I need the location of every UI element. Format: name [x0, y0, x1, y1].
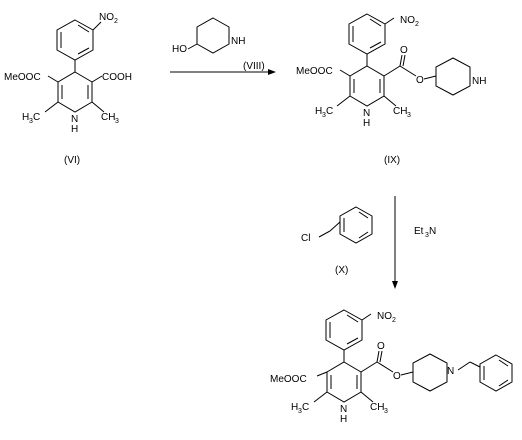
ix-compound-label: (IX)	[384, 155, 400, 166]
vi-nh-n: N	[71, 114, 78, 125]
viii-compound-label: (VIII)	[243, 61, 265, 72]
product-ester-label: MeOOC	[270, 374, 307, 385]
product-methyl-right: CH	[370, 402, 384, 413]
base-label-n: N	[429, 226, 436, 237]
vi-methyl-right-sub: 3	[115, 118, 119, 125]
product-ester-o: O	[393, 371, 401, 382]
viii-nh-label: NH	[231, 36, 245, 47]
reagent-x-structure	[318, 206, 373, 244]
ix-piperidine-nh: NH	[472, 76, 486, 87]
ix-methyl-right-sub: 3	[407, 112, 411, 119]
product-nitro-sub: 2	[392, 317, 396, 324]
vi-nitro-label: NO	[99, 12, 114, 23]
vi-nitro-sub: 2	[114, 18, 118, 25]
ix-carbonyl-o: O	[400, 45, 408, 56]
compound-vi-structure	[44, 19, 105, 113]
product-nh-n: N	[340, 404, 347, 415]
vi-compound-label: (VI)	[64, 155, 80, 166]
x-compound-label: (X)	[335, 265, 348, 276]
ix-nh-n: N	[363, 108, 370, 119]
vi-methyl-left-sub: 3	[29, 118, 33, 125]
product-methyl-left-c: C	[302, 402, 309, 413]
ix-ester-label: MeOOC	[296, 66, 333, 77]
viii-ho-label: HO	[172, 44, 187, 55]
ix-ester-o: O	[416, 75, 424, 86]
ix-methyl-left-h: H	[315, 106, 322, 117]
x-chloro-label: Cl	[301, 233, 310, 244]
ix-nitro-sub: 2	[415, 21, 419, 28]
base-label-sub: 3	[425, 232, 429, 239]
ix-nh-h: H	[363, 118, 370, 129]
reaction-arrow-1	[170, 69, 276, 75]
reaction-arrow-2	[392, 196, 398, 289]
ix-methyl-left-sub: 3	[322, 112, 326, 119]
vi-ester-label: MeOOC	[4, 72, 41, 83]
ix-nitro-label: NO	[400, 15, 415, 26]
vi-acid-label: COOH	[102, 72, 132, 83]
product-methyl-left-sub: 3	[298, 408, 302, 415]
product-structure	[313, 309, 513, 403]
ix-methyl-left-c: C	[326, 106, 333, 117]
product-carbonyl-o: O	[377, 341, 385, 352]
base-label-et: Et	[414, 226, 424, 237]
vi-methyl-left-h: H	[22, 112, 29, 123]
product-nitro-label: NO	[377, 311, 392, 322]
ix-methyl-right: CH	[393, 106, 407, 117]
product-piperidine-n: N	[447, 366, 454, 377]
vi-nh-h: H	[71, 124, 78, 135]
product-methyl-right-sub: 3	[384, 408, 388, 415]
product-nh-h: H	[340, 414, 347, 425]
vi-methyl-left-c: C	[33, 112, 40, 123]
product-methyl-left-h: H	[291, 402, 298, 413]
reagent-viii-structure	[187, 17, 230, 54]
compound-ix-structure	[336, 13, 471, 107]
vi-methyl-right: CH	[101, 112, 115, 123]
